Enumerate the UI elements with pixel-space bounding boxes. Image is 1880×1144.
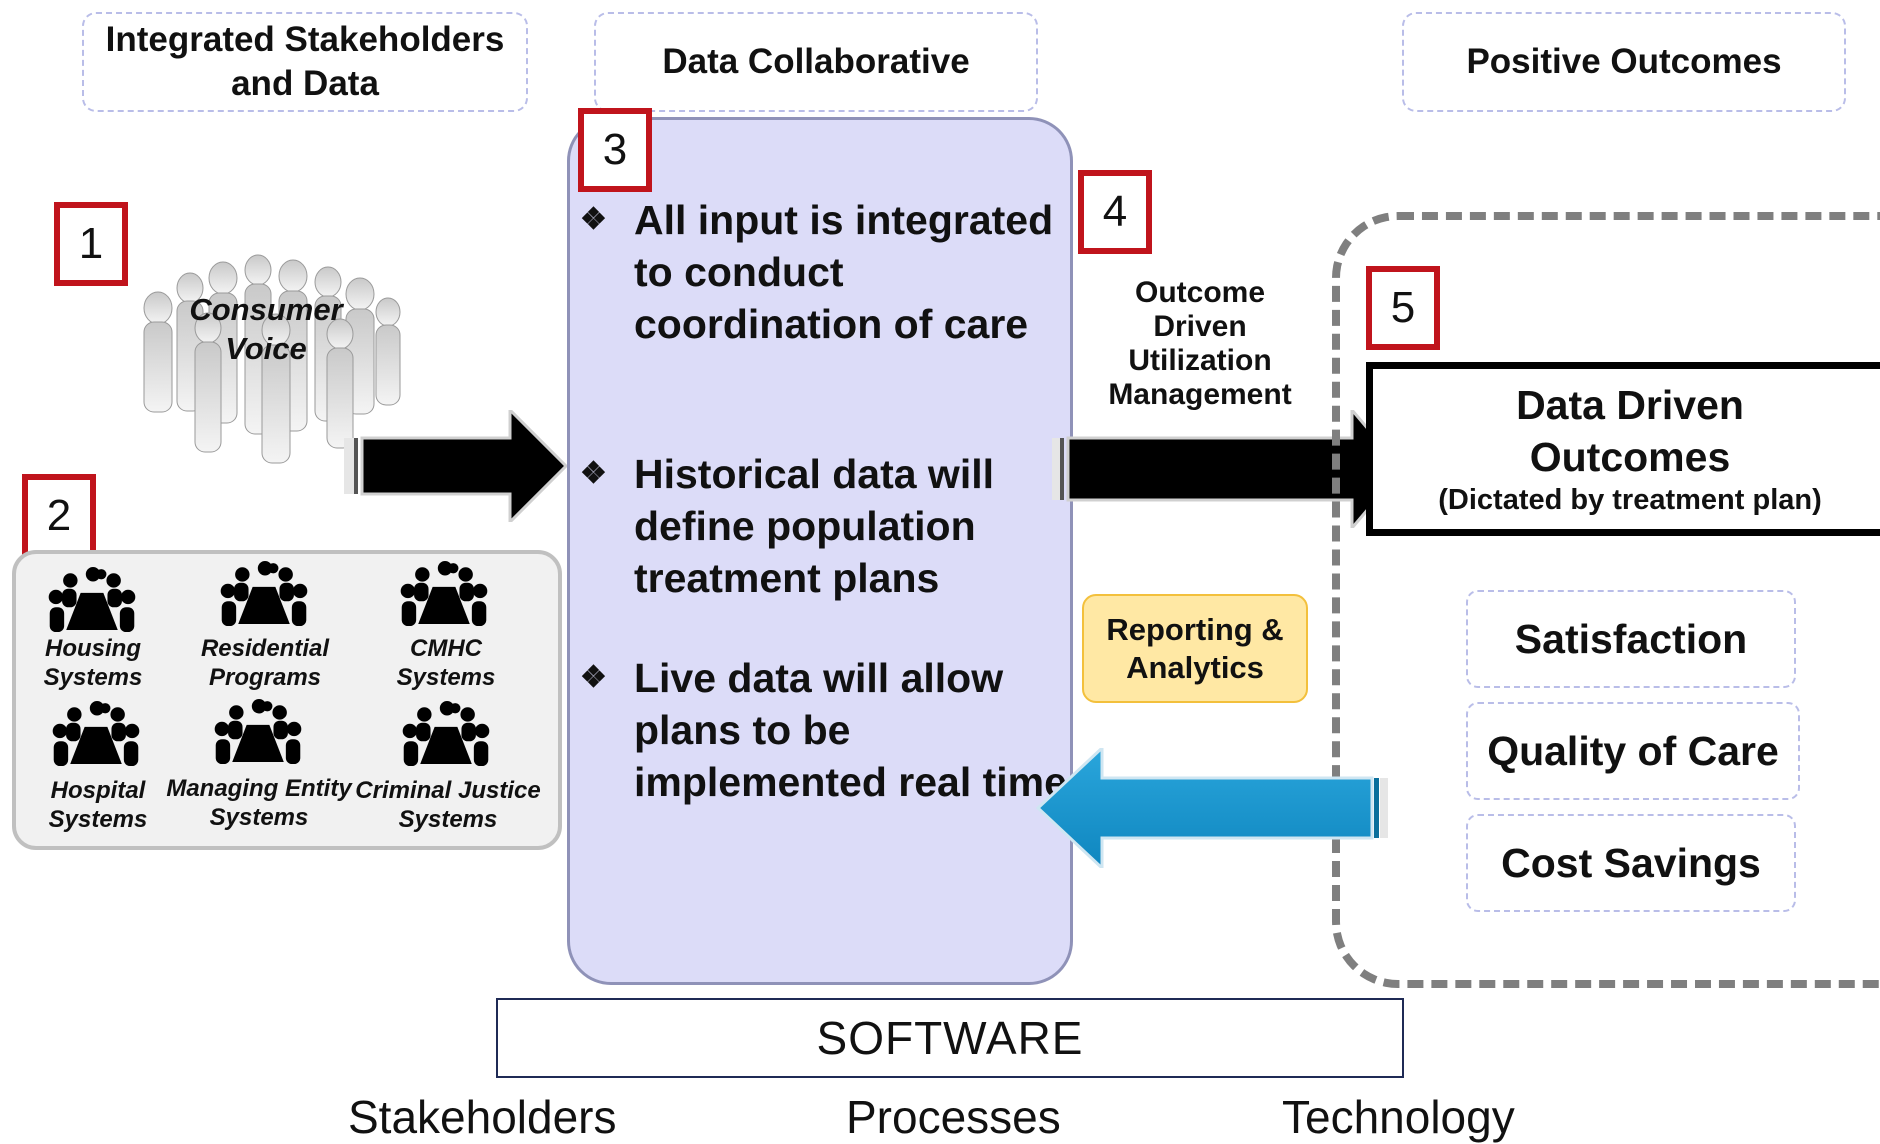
crowd-image [143, 254, 401, 464]
outcome-satisfaction-label: Satisfaction [1514, 615, 1748, 662]
step-number-1: 1 [54, 202, 128, 286]
outcome-quality-of-care: Quality of Care [1466, 702, 1800, 800]
stakeholder-label-criminal-justice: Criminal Justice Systems [355, 777, 541, 833]
collaborative-point-2: ❖ Historical data will define population… [580, 448, 1074, 604]
step-number-4: 4 [1078, 170, 1152, 254]
reporting-analytics-box: Reporting & Analytics [1082, 594, 1308, 703]
feedback-arrow [1035, 748, 1388, 868]
stakeholder-label-housing: Housing Systems [43, 635, 143, 691]
collaborative-point-text: Live data will allow plans to be impleme… [634, 655, 1067, 805]
input-arrow [344, 410, 568, 522]
step-number-3: 3 [578, 108, 652, 192]
data-driven-outcomes-title: Data Driven Outcomes [1516, 382, 1744, 480]
stakeholder-label-hospital: Hospital Systems [48, 777, 148, 833]
outcome-quality-label: Quality of Care [1487, 727, 1779, 774]
outcome-driven-label: Outcome Driven Utilization Management [1108, 276, 1292, 411]
meeting-icon [402, 701, 490, 766]
outcome-cost-savings: Cost Savings [1466, 814, 1796, 912]
data-driven-outcomes-subtitle: (Dictated by treatment plan) [1438, 484, 1822, 516]
header-data-collaborative: Data Collaborative [594, 12, 1038, 112]
meeting-icon [214, 699, 302, 764]
step-number-5: 5 [1366, 266, 1440, 350]
header-positive-outcomes-text: Positive Outcomes [1466, 42, 1782, 82]
meeting-icon [48, 567, 136, 632]
outcome-satisfaction: Satisfaction [1466, 590, 1796, 688]
software-label: SOFTWARE [816, 1012, 1084, 1064]
stakeholder-label-residential: Residential Programs [200, 635, 330, 691]
meeting-icon [400, 561, 488, 626]
outcome-cost-savings-label: Cost Savings [1501, 839, 1761, 886]
bottom-label-processes: Processes [846, 1091, 1061, 1143]
diamond-bullet-icon: ❖ [580, 203, 607, 236]
diamond-bullet-icon: ❖ [580, 457, 607, 490]
collaborative-point-text: Historical data will define population t… [634, 451, 994, 601]
bottom-label-stakeholders: Stakeholders [348, 1091, 617, 1143]
meeting-icon [220, 561, 308, 626]
bottom-label-technology: Technology [1282, 1091, 1515, 1143]
data-collaborative-box [567, 117, 1073, 985]
software-bar: SOFTWARE [496, 998, 1404, 1078]
header-positive-outcomes: Positive Outcomes [1402, 12, 1846, 112]
data-driven-outcomes-box: Data Driven Outcomes (Dictated by treatm… [1366, 362, 1880, 536]
diamond-bullet-icon: ❖ [580, 661, 607, 694]
collaborative-point-text: All input is integrated to conduct coord… [634, 197, 1054, 347]
stakeholder-label-cmhc: CMHC Systems [396, 635, 496, 691]
meeting-icon [52, 701, 140, 766]
header-integrated-stakeholders: Integrated Stakeholders and Data [82, 12, 528, 112]
stakeholder-label-managing-entity: Managing Entity Systems [166, 775, 352, 831]
collaborative-point-1: ❖ All input is integrated to conduct coo… [580, 194, 1074, 350]
header-data-collaborative-text: Data Collaborative [662, 42, 970, 82]
collaborative-point-3: ❖ Live data will allow plans to be imple… [580, 652, 1074, 808]
header-integrated-stakeholders-text: Integrated Stakeholders and Data [105, 20, 505, 103]
positive-outcomes-container [1332, 212, 1880, 988]
step-number-2: 2 [22, 474, 96, 558]
consumer-voice-label: Consumer Voice [189, 292, 343, 366]
reporting-analytics-label: Reporting & Analytics [1106, 611, 1284, 685]
